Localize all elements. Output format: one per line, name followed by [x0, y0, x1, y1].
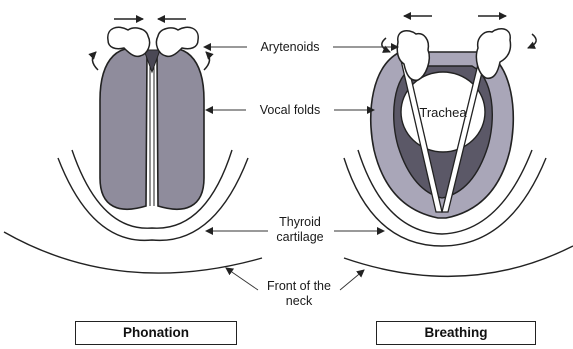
caption-phonation: Phonation: [75, 321, 237, 345]
phonation-larynx: [4, 19, 262, 273]
label-trachea: Trachea: [419, 105, 467, 120]
leader-lines: [204, 47, 398, 290]
leader-neck-right: [340, 270, 364, 290]
label-vocal-folds: Vocal folds: [260, 103, 320, 117]
phonation-rotate-arrow-right: [204, 52, 210, 70]
phonation-vocal-fold-left: [100, 48, 147, 209]
label-neck-line2: neck: [286, 294, 313, 308]
label-thyroid-line2: cartilage: [276, 230, 323, 244]
breathing-rotate-arrow-right: [528, 34, 536, 48]
breathing-larynx: [344, 16, 573, 276]
phonation-neck-front-arc: [4, 232, 262, 273]
phonation-vocal-fold-right: [157, 48, 204, 209]
label-thyroid-line1: Thyroid: [279, 215, 321, 229]
leader-neck-left: [226, 268, 258, 290]
label-arytenoids: Arytenoids: [260, 40, 319, 54]
breathing-arytenoid-right: [476, 29, 510, 79]
phonation-arytenoid-right: [156, 27, 198, 56]
phonation-rotate-arrow-left: [92, 52, 98, 70]
phonation-thyroid-inner: [72, 150, 232, 228]
label-neck-line1: Front of the: [267, 279, 331, 293]
breathing-rotate-arrow-left: [382, 38, 390, 52]
phonation-arytenoid-left: [108, 27, 150, 56]
breathing-neck-front-arc: [344, 246, 573, 276]
phonation-glottis: [150, 56, 154, 206]
caption-breathing: Breathing: [376, 321, 536, 345]
